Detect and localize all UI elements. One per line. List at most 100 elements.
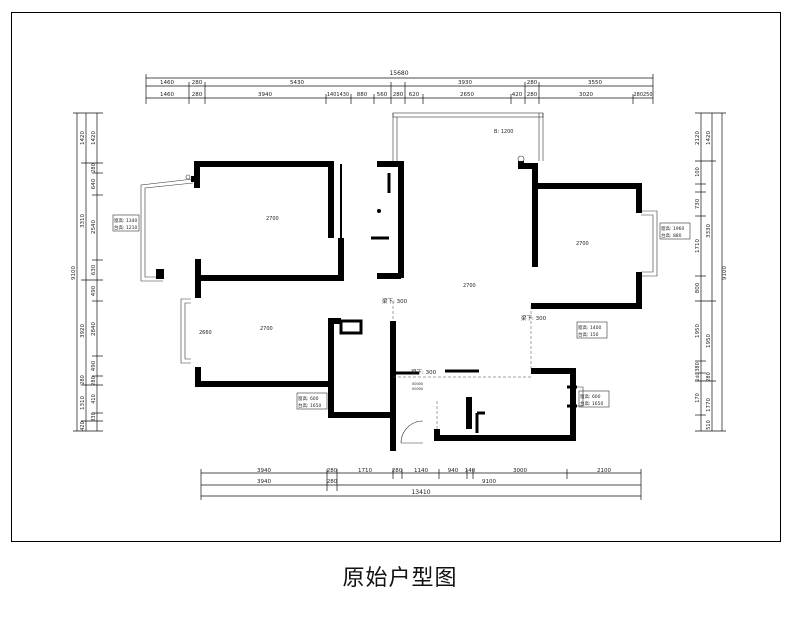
window-midright-sill: 台高: 150 — [578, 331, 599, 338]
svg-text:1401430: 1401430 — [327, 92, 349, 98]
svg-text:380: 380 — [695, 362, 701, 372]
svg-text:2100: 2100 — [597, 468, 611, 474]
bottom-dimension-chain: 3940 280 1710 280 1140 940 140 3000 2100… — [200, 468, 642, 500]
svg-text:280: 280 — [393, 92, 404, 98]
svg-text:880: 880 — [357, 92, 368, 98]
svg-text:1710: 1710 — [695, 239, 701, 253]
svg-text:3920: 3920 — [80, 324, 86, 338]
beam-drop-notes: 梁下: 300 梁下: 300 梁下: 300 00000 00000 — [382, 297, 547, 391]
room-height-master: 2700 — [266, 216, 279, 222]
svg-text:420: 420 — [512, 92, 523, 98]
beam-drop-1: 梁下: 300 — [382, 297, 408, 305]
svg-text:280: 280 — [192, 92, 203, 98]
left-total-label: 9100 — [71, 266, 77, 280]
top-total-label: 15680 — [389, 70, 408, 77]
right-total-label: 9100 — [722, 266, 728, 280]
svg-text:280: 280 — [91, 376, 97, 386]
svg-text:3550: 3550 — [588, 80, 602, 86]
svg-text:2540: 2540 — [91, 220, 97, 234]
svg-text:1770: 1770 — [706, 398, 712, 412]
svg-text:3940: 3940 — [258, 92, 272, 98]
beam-drop-2: 梁下: 300 — [521, 314, 547, 322]
svg-text:140: 140 — [465, 468, 476, 474]
svg-text:280: 280 — [91, 163, 97, 173]
svg-text:3940: 3940 — [257, 479, 271, 485]
svg-text:280250: 280250 — [633, 92, 652, 98]
floor-plan: 15680 1460 280 5430 3930 280 3550 1460 2… — [71, 70, 728, 500]
svg-text:280: 280 — [327, 479, 338, 485]
beam-drop-3: 梁下: 300 — [411, 368, 437, 376]
svg-text:1140: 1140 — [414, 468, 428, 474]
svg-text:240: 240 — [695, 373, 701, 382]
svg-text:490: 490 — [91, 360, 97, 371]
window-bottomright-sill: 台高: 1650 — [580, 400, 604, 407]
svg-text:280: 280 — [527, 80, 538, 86]
window-right-height: 窗高: 1960 — [661, 225, 685, 232]
door-swings — [156, 155, 532, 444]
svg-text:1460: 1460 — [160, 80, 174, 86]
svg-text:1710: 1710 — [358, 468, 372, 474]
svg-text:5430: 5430 — [290, 80, 304, 86]
svg-text:940: 940 — [448, 468, 459, 474]
tiny-note-1: 00000 — [412, 382, 423, 386]
svg-text:800: 800 — [695, 282, 701, 293]
svg-text:490: 490 — [91, 285, 97, 296]
left-dimension-chain: 9100 1420 3310 3920 280 1310 420 1420 28… — [71, 112, 103, 432]
svg-text:1950: 1950 — [695, 324, 701, 338]
svg-text:3940: 3940 — [257, 468, 271, 474]
svg-text:170: 170 — [695, 393, 701, 403]
svg-text:280: 280 — [527, 92, 538, 98]
svg-text:560: 560 — [377, 92, 388, 98]
height-2660: 2660 — [199, 330, 212, 336]
right-dimension-chain: 9100 1420 3330 1950 280 1770 510 2120 10… — [695, 112, 728, 432]
svg-text:3000: 3000 — [513, 468, 527, 474]
walls — [191, 161, 642, 451]
svg-text:280: 280 — [192, 80, 203, 86]
svg-text:3020: 3020 — [579, 92, 593, 98]
window-left-height: 窗高: 1340 — [114, 217, 138, 224]
room-height-bedroom3: 2700 — [576, 241, 589, 247]
svg-text:730: 730 — [695, 198, 701, 209]
window-bottomleft-height: 窗高: 600 — [298, 395, 319, 402]
svg-text:410: 410 — [91, 394, 97, 404]
window-bottomleft-sill: 台高: 1650 — [298, 402, 322, 409]
svg-text:2840: 2840 — [91, 322, 97, 336]
top-dimension-chain: 15680 1460 280 5430 3930 280 3550 1460 2… — [145, 70, 654, 104]
window-left-sill: 台高: 1210 — [114, 224, 138, 231]
svg-text:280: 280 — [392, 468, 403, 474]
svg-text:640: 640 — [91, 178, 97, 189]
svg-text:280: 280 — [706, 372, 712, 382]
svg-text:1460: 1460 — [160, 92, 174, 98]
svg-text:1420: 1420 — [91, 131, 97, 145]
window-midright-height: 窗高: 1400 — [578, 324, 602, 331]
svg-text:510: 510 — [706, 420, 712, 430]
svg-text:3930: 3930 — [458, 80, 472, 86]
svg-text:420: 420 — [80, 421, 86, 431]
room-height-living: 2700 — [463, 283, 476, 289]
svg-text:2650: 2650 — [460, 92, 474, 98]
room-height-markers: 2700 2700 2700 2700 2660 B: 1200 — [199, 129, 589, 336]
window-right-sill: 台高: 880 — [661, 232, 682, 239]
svg-text:620: 620 — [409, 92, 420, 98]
svg-text:100: 100 — [695, 167, 701, 177]
svg-text:1420: 1420 — [706, 131, 712, 145]
svg-text:630: 630 — [91, 264, 97, 275]
room-height-bedroom2: 2700 — [260, 326, 273, 332]
svg-text:3310: 3310 — [80, 214, 86, 228]
svg-text:280: 280 — [327, 468, 338, 474]
svg-text:1950: 1950 — [706, 334, 712, 348]
drawing-frame: 15680 1460 280 5430 3930 280 3550 1460 2… — [11, 12, 781, 542]
window-bottomright-height: 窗高: 600 — [580, 393, 601, 400]
svg-text:280: 280 — [80, 375, 86, 385]
bottom-total-label: 13410 — [411, 489, 430, 496]
plan-caption: 原始户型图 — [342, 566, 458, 591]
tiny-note-2: 00000 — [412, 387, 423, 391]
window-notes: 窗高: 1340 台高: 1210 窗高: 1960 台高: 880 窗高: 1… — [112, 214, 691, 410]
svg-text:3330: 3330 — [706, 224, 712, 238]
beam-mark: B: 1200 — [494, 129, 513, 135]
svg-text:2120: 2120 — [695, 131, 701, 145]
svg-text:1310: 1310 — [80, 396, 86, 410]
svg-text:1420: 1420 — [80, 131, 86, 145]
svg-text:9100: 9100 — [482, 479, 496, 485]
svg-text:330: 330 — [91, 412, 97, 422]
